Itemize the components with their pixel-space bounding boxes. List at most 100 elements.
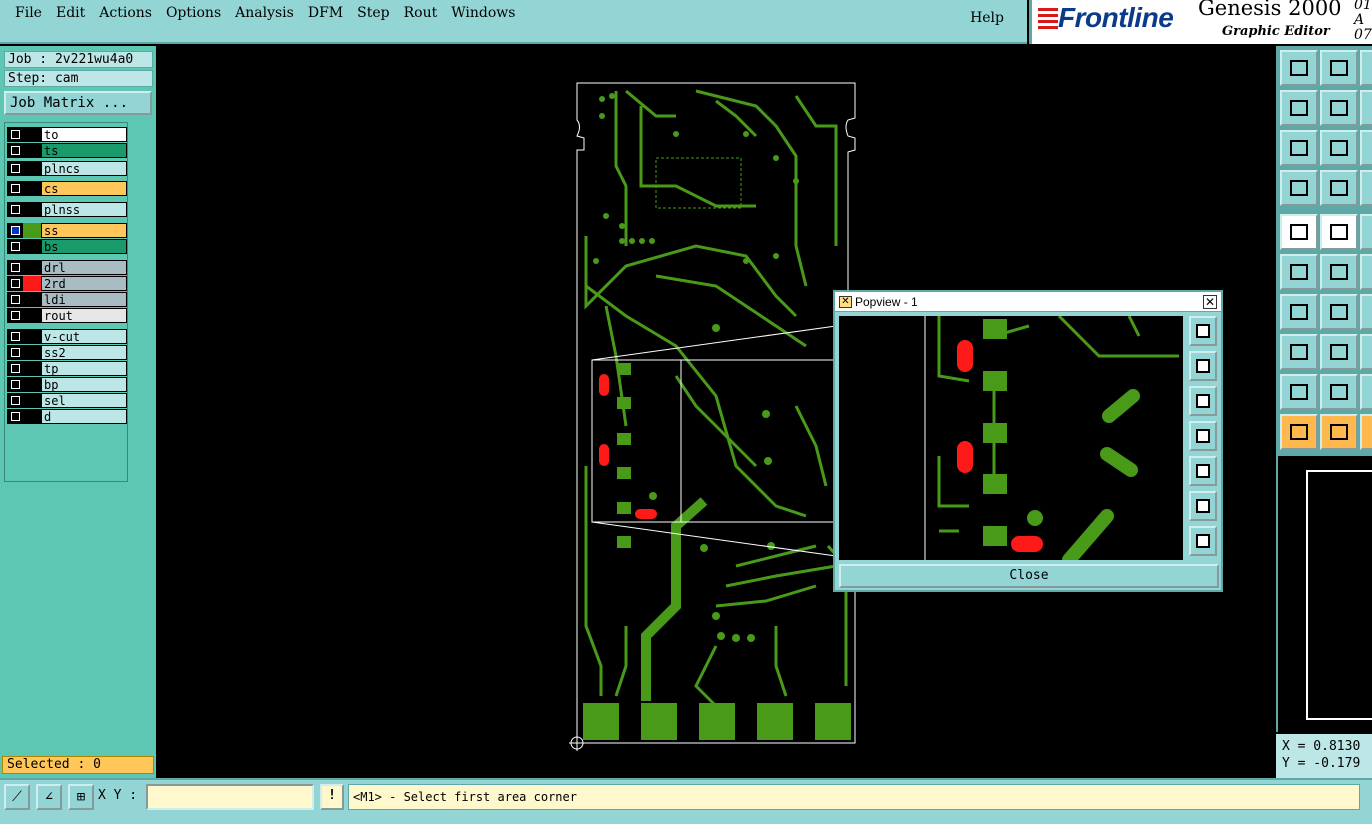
layer-name[interactable]: plncs bbox=[41, 161, 127, 176]
layer-checkbox[interactable] bbox=[7, 202, 23, 217]
layer-checkbox[interactable] bbox=[7, 260, 23, 275]
layer-checkbox[interactable] bbox=[7, 329, 23, 344]
layer-checkbox[interactable] bbox=[7, 161, 23, 176]
layer-row-ldi[interactable]: ldi bbox=[7, 292, 127, 307]
job-matrix-button[interactable]: Job Matrix ... bbox=[4, 91, 152, 115]
layer-name[interactable]: to bbox=[41, 127, 127, 142]
layer-row-bs[interactable]: bs bbox=[7, 239, 127, 254]
menu-edit[interactable]: Edit bbox=[55, 5, 86, 21]
layer-row-ts[interactable]: ts bbox=[7, 143, 127, 158]
extra-tool-5[interactable] bbox=[1360, 214, 1372, 250]
menu-analysis[interactable]: Analysis bbox=[235, 5, 294, 21]
layer-checkbox[interactable] bbox=[7, 308, 23, 323]
layer-row-plnss[interactable]: plnss bbox=[7, 202, 127, 217]
menu-dfm[interactable]: DFM bbox=[307, 5, 344, 21]
layer-row-rout[interactable]: rout bbox=[7, 308, 127, 323]
layer-checkbox[interactable] bbox=[7, 409, 23, 424]
popview-close-button[interactable]: Close bbox=[839, 564, 1219, 588]
layer-row-v-cut[interactable]: v-cut bbox=[7, 329, 127, 344]
extra-tool-1[interactable] bbox=[1360, 50, 1372, 86]
xy-input[interactable] bbox=[146, 784, 314, 810]
menu-file[interactable]: File bbox=[15, 5, 42, 21]
menu-help[interactable]: Help bbox=[970, 10, 1004, 26]
layer-name[interactable]: bp bbox=[41, 377, 127, 392]
close-icon[interactable]: ✕ bbox=[1203, 295, 1217, 309]
layer-name[interactable]: plnss bbox=[41, 202, 127, 217]
zoom-out-button[interactable] bbox=[1189, 491, 1217, 521]
layer-row-drl[interactable]: drl bbox=[7, 260, 127, 275]
layer-row-bp[interactable]: bp bbox=[7, 377, 127, 392]
extra-tool-7[interactable] bbox=[1360, 294, 1372, 330]
minus-tool[interactable] bbox=[1320, 334, 1358, 370]
layer-name[interactable]: v-cut bbox=[41, 329, 127, 344]
layer-name[interactable]: ldi bbox=[41, 292, 127, 307]
layer-row-d[interactable]: d bbox=[7, 409, 127, 424]
extra-tool-3[interactable] bbox=[1360, 130, 1372, 166]
menu-windows[interactable]: Windows bbox=[451, 5, 516, 21]
layer-row-cs[interactable]: cs bbox=[7, 181, 127, 196]
edit-shape-tool[interactable] bbox=[1320, 214, 1358, 250]
layer-checkbox[interactable] bbox=[7, 223, 23, 238]
layer-checkbox[interactable] bbox=[7, 292, 23, 307]
layer-checkbox[interactable] bbox=[7, 276, 23, 291]
layer-name[interactable]: ts bbox=[41, 143, 127, 158]
cross-tool[interactable] bbox=[1320, 254, 1358, 290]
layer-row-sel[interactable]: sel bbox=[7, 393, 127, 408]
zoom-in-tool[interactable] bbox=[1320, 130, 1358, 166]
layer-row-ss2[interactable]: ss2 bbox=[7, 345, 127, 360]
triangle-outline-tool[interactable] bbox=[1320, 374, 1358, 410]
layer-name[interactable]: ss2 bbox=[41, 345, 127, 360]
pad-tool[interactable] bbox=[1280, 334, 1318, 370]
extra-tool-10[interactable] bbox=[1360, 414, 1372, 450]
snap-tool-button[interactable]: ⟋ bbox=[4, 784, 30, 810]
layer-checkbox[interactable] bbox=[7, 127, 23, 142]
exclamation-button[interactable]: ! bbox=[320, 784, 344, 810]
layer-name[interactable]: drl bbox=[41, 260, 127, 275]
layer-row-tp[interactable]: tp bbox=[7, 361, 127, 376]
layer-name[interactable]: ss bbox=[41, 223, 127, 238]
layer-name[interactable]: bs bbox=[41, 239, 127, 254]
net-tool[interactable] bbox=[1280, 254, 1318, 290]
extra-tool-4[interactable] bbox=[1360, 170, 1372, 206]
line-angle-tool[interactable] bbox=[1280, 294, 1318, 330]
pan-right-button[interactable] bbox=[1189, 456, 1217, 486]
pan-left-button[interactable] bbox=[1189, 421, 1217, 451]
menu-rout[interactable]: Rout bbox=[403, 5, 438, 21]
layer-row-to[interactable]: to bbox=[7, 127, 127, 142]
layer-checkbox[interactable] bbox=[7, 377, 23, 392]
pan-up-tool[interactable] bbox=[1280, 50, 1318, 86]
triangle-tool[interactable] bbox=[1280, 374, 1318, 410]
extra-tool-2[interactable] bbox=[1360, 90, 1372, 126]
pan-down-tool[interactable] bbox=[1320, 50, 1358, 86]
popview-canvas[interactable] bbox=[839, 314, 1183, 567]
layer-name[interactable]: cs bbox=[41, 181, 127, 196]
layer-row-2rd[interactable]: 2rd bbox=[7, 276, 127, 291]
layer-name[interactable]: d bbox=[41, 409, 127, 424]
pan-right-tool[interactable] bbox=[1320, 90, 1358, 126]
pan-up-button[interactable] bbox=[1189, 351, 1217, 381]
layer-checkbox[interactable] bbox=[7, 393, 23, 408]
angle-tool-button[interactable]: ∠ bbox=[36, 784, 62, 810]
layer-name[interactable]: sel bbox=[41, 393, 127, 408]
layer-checkbox[interactable] bbox=[7, 345, 23, 360]
line-tool[interactable] bbox=[1320, 294, 1358, 330]
extra-tool-9[interactable] bbox=[1360, 374, 1372, 410]
grid-tool[interactable] bbox=[1320, 170, 1358, 206]
menu-step[interactable]: Step bbox=[357, 5, 390, 21]
overview-map[interactable] bbox=[1276, 456, 1372, 732]
select-tool[interactable] bbox=[1280, 414, 1318, 450]
extra-tool-8[interactable] bbox=[1360, 334, 1372, 370]
layer-checkbox[interactable] bbox=[7, 143, 23, 158]
grid-snap-button[interactable]: ⊞ bbox=[68, 784, 94, 810]
zoom-in-button[interactable] bbox=[1189, 526, 1217, 556]
pan-down-button[interactable] bbox=[1189, 386, 1217, 416]
extra-tool-6[interactable] bbox=[1360, 254, 1372, 290]
feature-tool[interactable] bbox=[1280, 214, 1318, 250]
menu-actions[interactable]: Actions bbox=[99, 5, 152, 21]
zoom-to-window-button[interactable] bbox=[1189, 316, 1217, 346]
select-box-tool[interactable] bbox=[1320, 414, 1358, 450]
layer-row-plncs[interactable]: plncs bbox=[7, 161, 127, 176]
menu-options[interactable]: Options bbox=[165, 5, 222, 21]
layer-name[interactable]: 2rd bbox=[41, 276, 127, 291]
zoom-out-tool[interactable] bbox=[1280, 130, 1318, 166]
